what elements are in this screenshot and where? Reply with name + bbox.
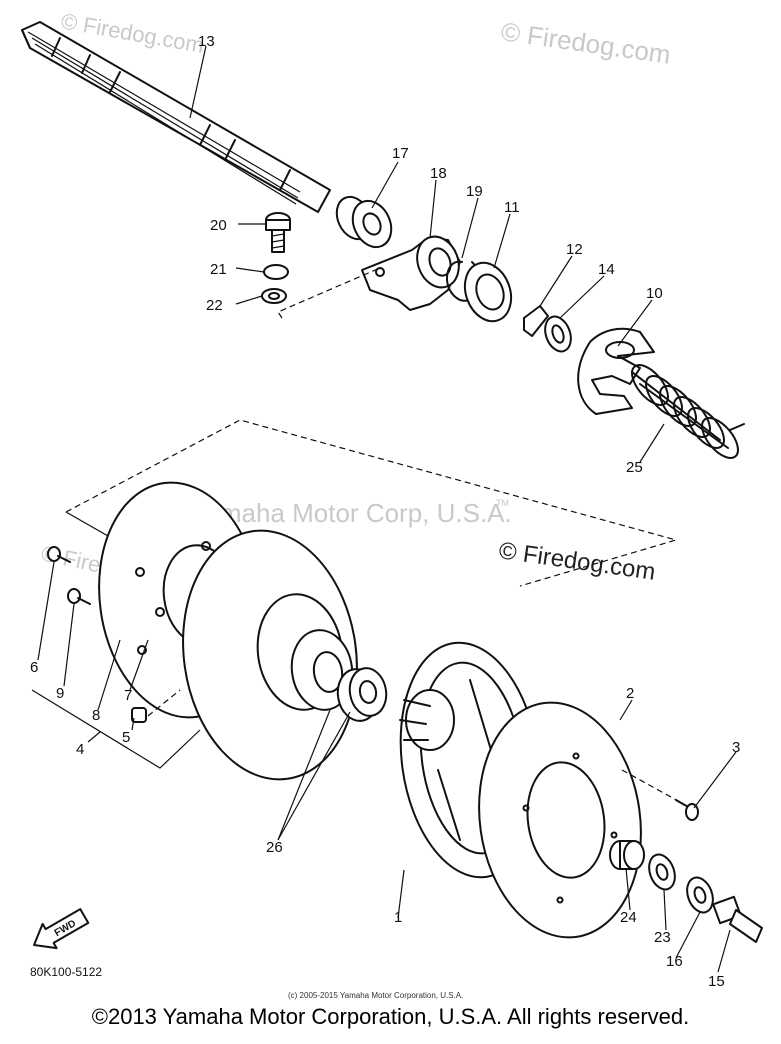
- callout-4: 4: [76, 741, 84, 758]
- washer-part-22: [261, 288, 287, 304]
- leader-lines: [37, 45, 737, 973]
- watermark-top-right: © Firedog.com: [499, 16, 672, 69]
- bolt-part-20: [265, 212, 291, 253]
- fwd-arrow-icon: FWD: [33, 908, 90, 950]
- bolt-part-15: [712, 895, 763, 943]
- cam-part-10: [577, 327, 655, 415]
- washer-part-21: [263, 264, 289, 280]
- callout-12: 12: [566, 241, 583, 258]
- watermark-middle: Yamaha Motor Corp, U.S.A.: [190, 498, 512, 528]
- callout-10: 10: [646, 285, 663, 302]
- part-code: 80K100-5122: [30, 965, 102, 979]
- callout-11: 11: [504, 199, 520, 216]
- callout-13: 13: [198, 33, 215, 50]
- bracket-part-18: [361, 235, 461, 311]
- washer-part-23: [648, 853, 676, 891]
- sheave-part-7: [182, 529, 358, 781]
- callout-19: 19: [466, 183, 483, 200]
- callout-17: 17: [392, 145, 409, 162]
- nut-part-5: [131, 689, 181, 723]
- group-bracket-4: [31, 689, 201, 769]
- callout-18: 18: [430, 165, 447, 182]
- washer-part-11: [463, 261, 513, 323]
- washer-part-16: [686, 876, 714, 914]
- callout-3: 3: [732, 739, 740, 756]
- callout-7: 7: [124, 687, 132, 704]
- callout-14: 14: [598, 261, 615, 278]
- callout-1: 1: [394, 909, 402, 926]
- small-copyright: (c) 2005-2015 Yamaha Motor Corporation, …: [288, 991, 463, 1000]
- watermark-right: © Firedog.com: [497, 537, 657, 586]
- callout-25: 25: [626, 459, 643, 476]
- bolt-part-6: [47, 546, 71, 563]
- watermark-tm: TM: [496, 498, 509, 508]
- callout-16: 16: [666, 953, 683, 970]
- callout-6: 6: [30, 659, 38, 676]
- callout-2: 2: [626, 685, 634, 702]
- screw-part-3: [621, 769, 699, 821]
- bolt-part-9: [67, 588, 91, 605]
- assembly-leader-box: [65, 419, 679, 587]
- disc-part-2: [478, 701, 642, 939]
- callout-23: 23: [654, 929, 671, 946]
- shaft-part-13: [21, 21, 331, 213]
- spring-part-25: [631, 364, 745, 459]
- callout-9: 9: [56, 685, 64, 702]
- callout-5: 5: [122, 729, 130, 746]
- washer-part-14: [544, 315, 572, 353]
- spacer-part-24: [609, 840, 645, 870]
- leader-bracket: [277, 267, 381, 319]
- callout-15: 15: [708, 973, 725, 990]
- footer-copyright: ©2013 Yamaha Motor Corporation, U.S.A. A…: [91, 1004, 690, 1029]
- bearing-part-17: [335, 195, 393, 249]
- bearing-part-26: [336, 667, 388, 722]
- callout-22: 22: [206, 297, 223, 314]
- callout-20: 20: [210, 217, 227, 234]
- callout-21: 21: [210, 261, 227, 278]
- callout-24: 24: [620, 909, 637, 926]
- washer-22-hole: [268, 292, 280, 300]
- callout-8: 8: [92, 707, 100, 724]
- clip-part-12: [523, 305, 549, 337]
- callout-26: 26: [266, 839, 283, 856]
